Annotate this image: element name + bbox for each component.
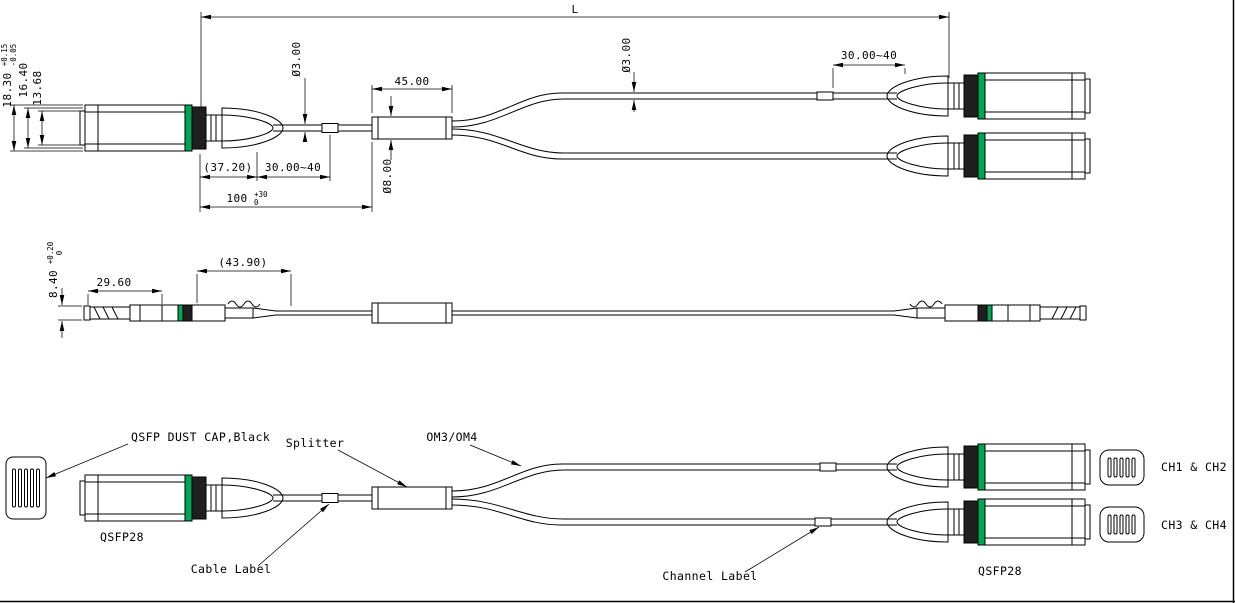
dim-splitter-length: 45.00 <box>394 75 429 88</box>
dim-breakout-tol-up: +30 <box>254 190 268 199</box>
dust-cap-icon <box>5 456 47 520</box>
side-view: 8.40 +0.20 0 29.60 (43.90) <box>46 241 1087 338</box>
dim-connector-length: (37.20) <box>203 161 252 174</box>
label-cable-label: Cable Label <box>191 562 272 576</box>
dim-splitter-dia: Ø8.00 <box>381 158 394 193</box>
qsfp-connector-bottom-right-upper <box>879 443 1091 491</box>
dim-label-offset-left: 30.00~40 <box>265 161 321 174</box>
dim-breakout-length: 100 <box>226 192 247 205</box>
bottom-view-drawing <box>5 443 1145 546</box>
label-ch3-ch4: CH3 & CH4 <box>1161 518 1227 532</box>
qsfp-connector-bottom-right-lower <box>879 498 1091 546</box>
dim-height: 8.40 <box>47 270 60 298</box>
dim-width-overall-tol-dn: -0.05 <box>9 44 18 67</box>
dim-label-offset-right: 30.00~40 <box>841 49 897 62</box>
dim-breakout-tol-dn: 0 <box>254 198 259 207</box>
qsfp-connector-side-left <box>83 300 291 322</box>
top-view-dimensions <box>10 12 950 212</box>
label-fiber-type: OM3/OM4 <box>426 430 477 444</box>
label-qsfp28-left: QSFP28 <box>100 530 144 544</box>
dim-width-inner: 13.68 <box>31 70 44 105</box>
dim-connector-length-side: (43.90) <box>218 256 267 269</box>
channel-endface-icon-upper <box>1099 449 1145 486</box>
bottom-view-leaders <box>45 443 820 573</box>
label-qsfp28-right: QSFP28 <box>978 564 1022 578</box>
splitter-body-bottom <box>371 486 453 510</box>
dim-width-overall-tol-up: +0.15 <box>0 44 9 67</box>
dim-overall-length: L <box>571 3 578 16</box>
channel-label-mark <box>816 91 834 101</box>
qsfp-connector-side-right <box>879 300 1087 322</box>
side-view-drawing <box>83 300 1087 324</box>
qsfp-connector-top-right-upper <box>879 72 1091 120</box>
dim-height-tol-dn: 0 <box>55 250 64 255</box>
qsfp-connector-top-right-lower <box>879 132 1091 180</box>
channel-label-mark-lower <box>814 517 832 527</box>
dim-height-tol-up: +0.20 <box>46 241 55 264</box>
splitter-body <box>371 116 453 140</box>
dim-cable-dia-left: Ø3.00 <box>290 41 303 76</box>
bottom-view: QSFP DUST CAP,Black Splitter OM3/OM4 Cab… <box>5 430 1227 583</box>
label-ch1-ch2: CH1 & CH2 <box>1161 460 1227 474</box>
qsfp-connector-bottom-left <box>79 474 291 522</box>
cable-label-mark <box>321 123 339 133</box>
cable-label-mark-bottom <box>321 493 339 503</box>
qsfp-connector-top-left <box>79 104 291 152</box>
dim-width-overall: 18.30 <box>1 72 14 107</box>
label-channel-label: Channel Label <box>662 569 757 583</box>
top-view-drawing <box>79 72 1091 180</box>
dim-cable-dia-right: Ø3.00 <box>620 37 633 72</box>
splitter-body-side <box>371 302 453 324</box>
dim-width-mid: 16.40 <box>17 62 30 97</box>
side-view-dimensions <box>58 268 292 338</box>
label-splitter: Splitter <box>286 436 345 450</box>
label-dust-cap: QSFP DUST CAP,Black <box>131 430 270 444</box>
top-view: L Ø3.00 45.00 Ø3.00 30.00~40 18.30 +0.15… <box>0 3 1091 212</box>
dim-nose-length: 29.60 <box>96 276 131 289</box>
channel-label-mark-upper <box>819 462 837 472</box>
channel-endface-icon-lower <box>1099 506 1145 543</box>
